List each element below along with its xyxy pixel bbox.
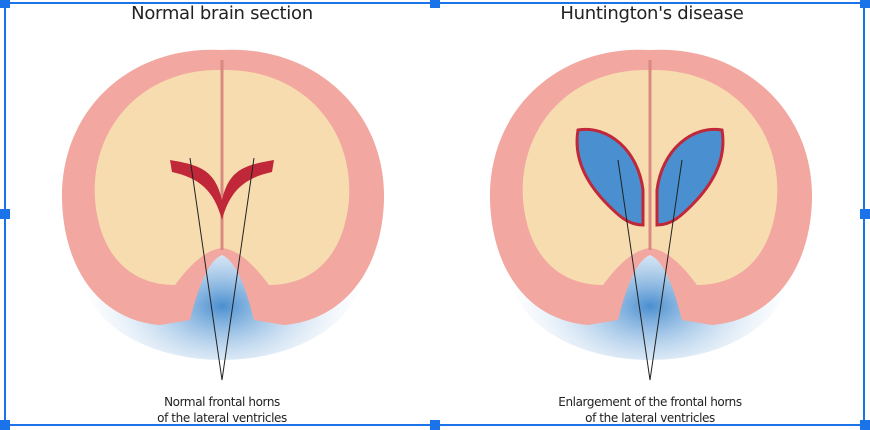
- normal-caption-line1: Normal frontal horns: [164, 395, 280, 409]
- pointer-lines: [189, 157, 255, 381]
- huntington-caption-line1: Enlargement of the frontal horns: [558, 395, 742, 409]
- normal-ventricle: [170, 160, 274, 220]
- pointer-lines: [617, 159, 683, 381]
- resize-handle-bottom-right[interactable]: [860, 420, 870, 430]
- huntington-brain-diagram: [489, 49, 813, 381]
- normal-panel-title: Normal brain section: [131, 3, 313, 24]
- normal-brain-diagram: [61, 49, 385, 381]
- resize-handle-top-right[interactable]: [860, 0, 870, 8]
- resize-handle-top-center[interactable]: [430, 0, 440, 8]
- resize-handle-middle-left[interactable]: [0, 209, 10, 219]
- normal-caption: Normal frontal horns of the lateral vent…: [72, 394, 372, 426]
- resize-handle-top-left[interactable]: [0, 0, 10, 8]
- normal-caption-line2: of the lateral ventricles: [157, 411, 287, 425]
- resize-handle-middle-right[interactable]: [860, 209, 870, 219]
- huntington-caption-line2: of the lateral ventricles: [585, 411, 715, 425]
- resize-handle-bottom-center[interactable]: [430, 420, 440, 430]
- huntington-panel-title: Huntington's disease: [560, 3, 744, 24]
- resize-handle-bottom-left[interactable]: [0, 420, 10, 430]
- huntington-caption: Enlargement of the frontal horns of the …: [500, 394, 800, 426]
- enlarged-ventricles: [575, 127, 725, 227]
